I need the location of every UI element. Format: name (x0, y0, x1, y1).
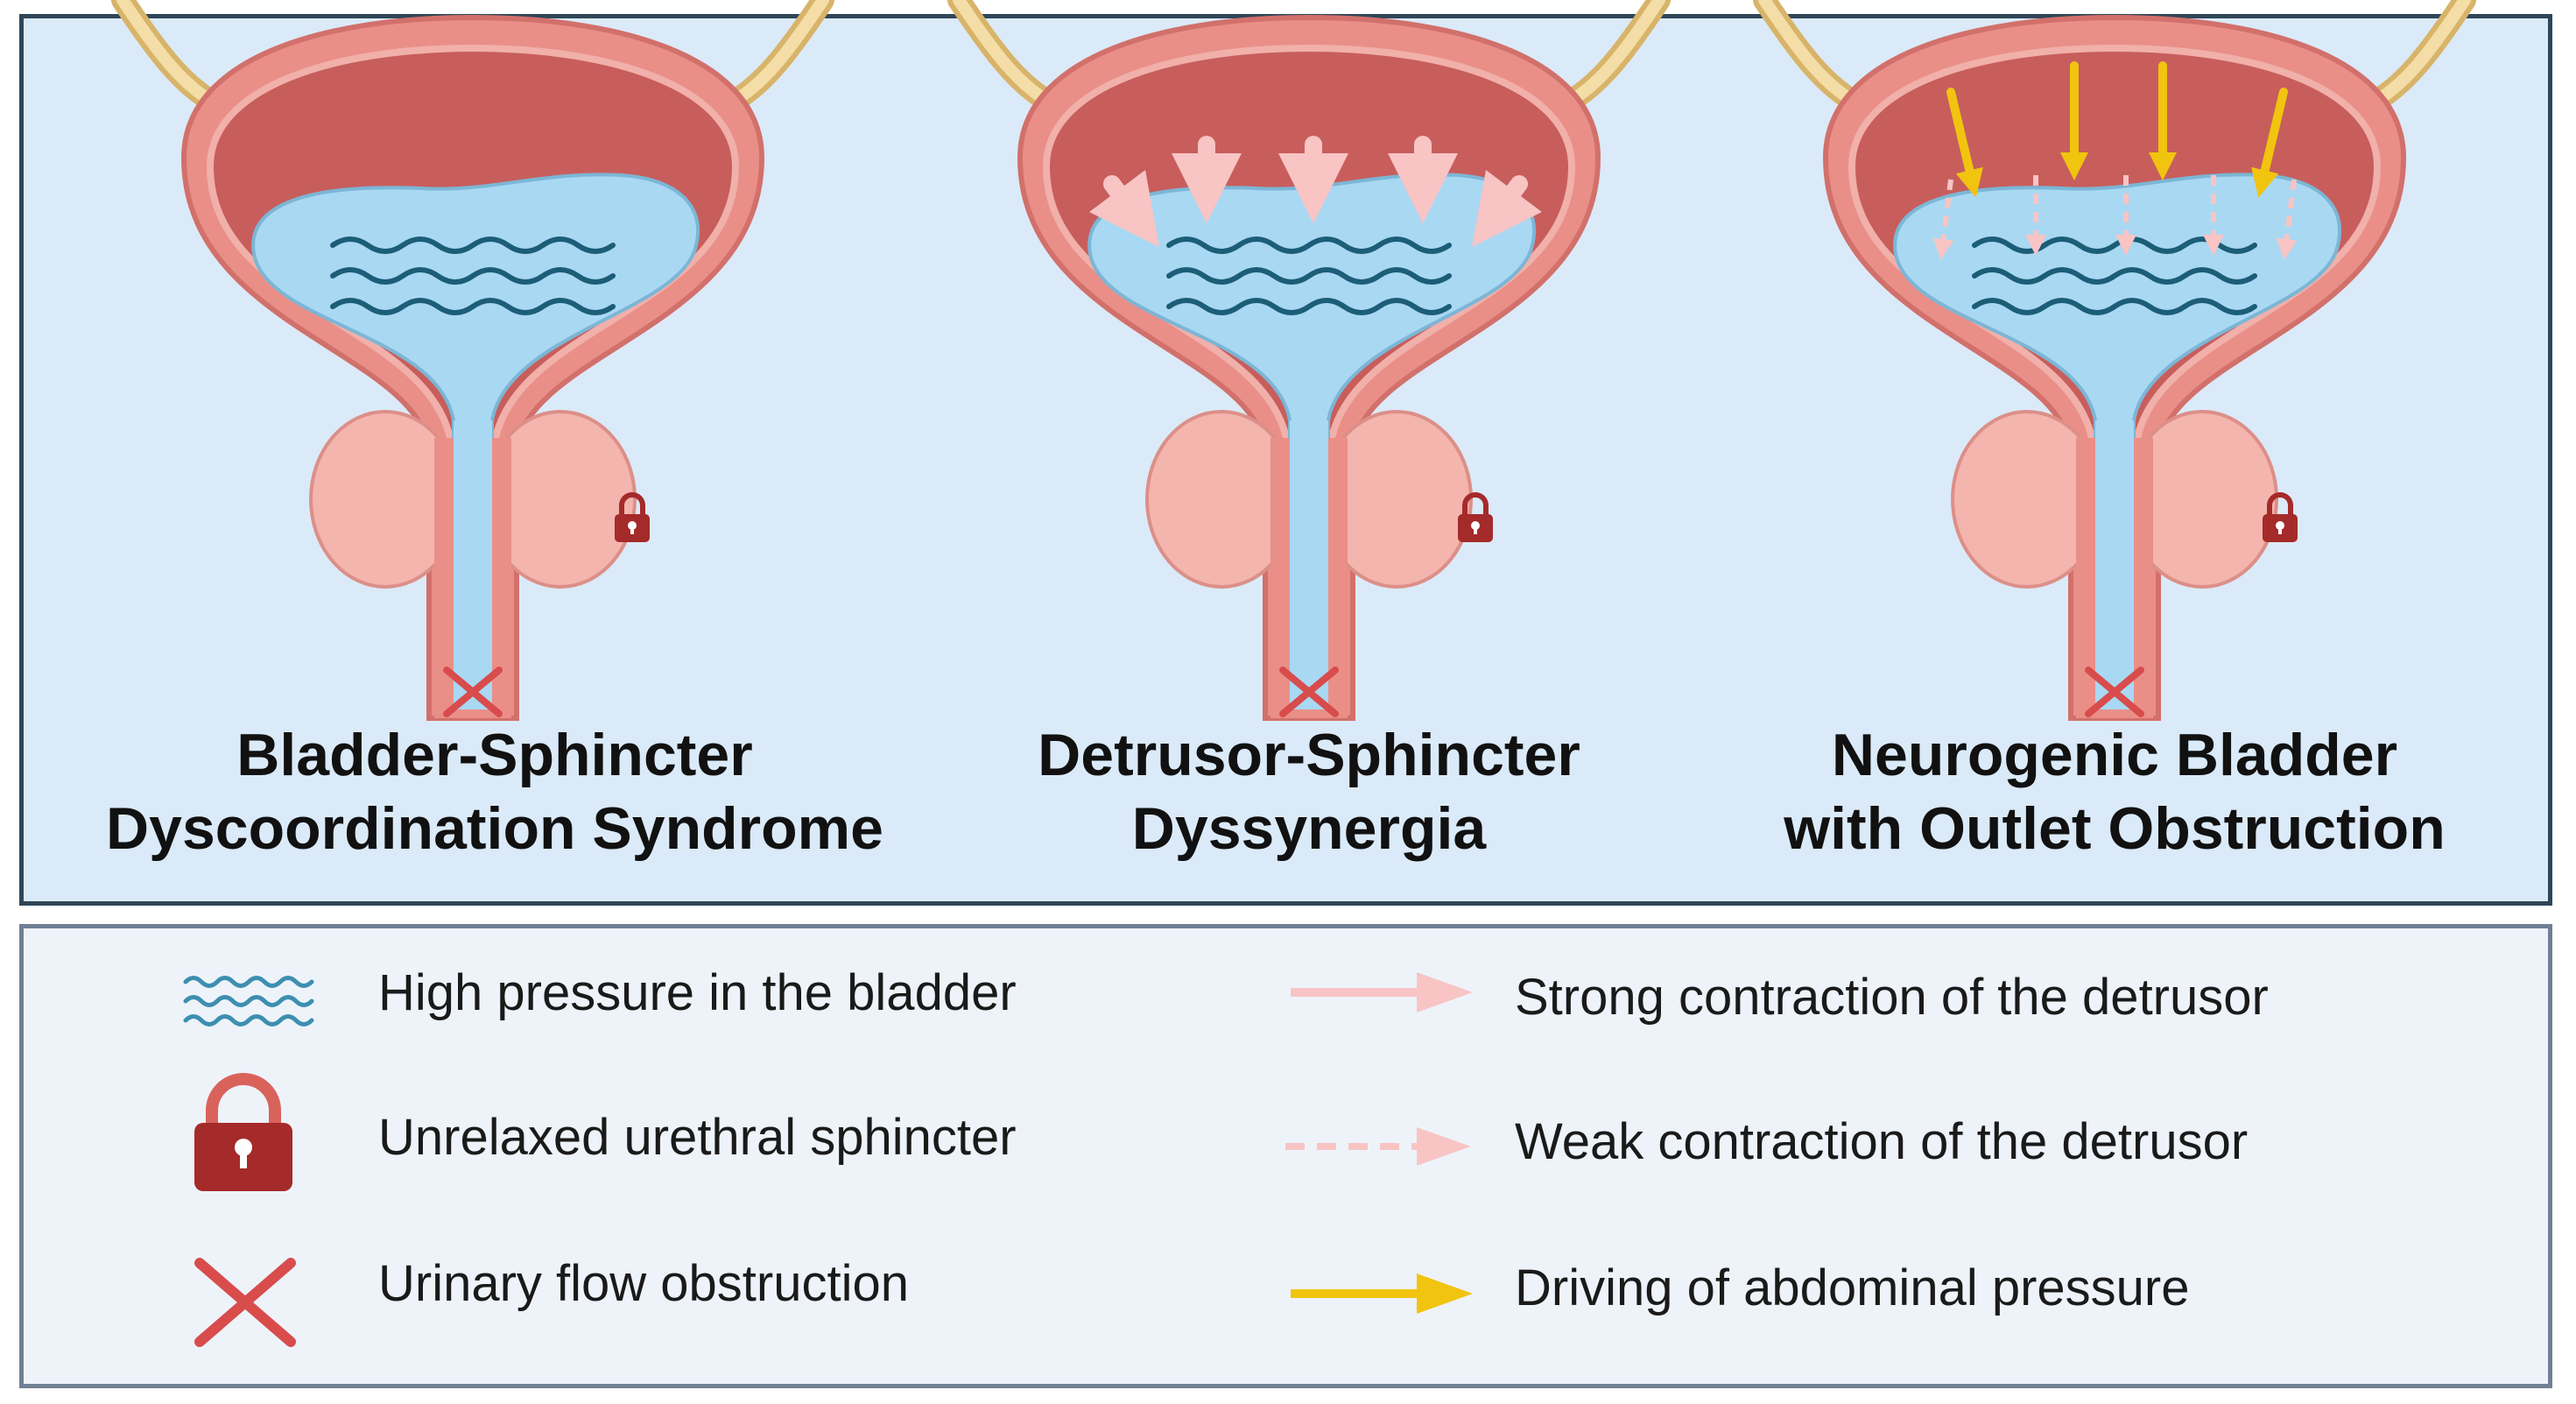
abdominal-pressure-arrows (1946, 61, 2288, 198)
legend-unrelaxed-sphincter: Unrelaxed urethral sphincter (378, 1109, 1017, 1166)
solid-pink-arrow-icon (1291, 972, 1473, 1012)
cross-icon (194, 1258, 296, 1347)
bladder-illustration-3 (1764, 0, 2465, 718)
panel-title-1: Bladder-Sphincter Dyscoordination Syndro… (35, 718, 954, 865)
legend-weak-contraction: Weak contraction of the detrusor (1515, 1113, 2249, 1170)
bladder-illustration-1 (123, 0, 823, 718)
dashed-pink-arrow-icon (1285, 1127, 1471, 1166)
strong-contraction-arrows (1089, 136, 1542, 247)
legend-flow-obstruction: Urinary flow obstruction (378, 1255, 909, 1312)
legend-strong-contraction: Strong contraction of the detrusor (1515, 969, 2269, 1026)
lock-icon (2263, 495, 2298, 542)
bladder-illustration-2 (959, 0, 1659, 718)
lock-icon (194, 1073, 292, 1191)
legend-abdominal-pressure: Driving of abdominal pressure (1515, 1259, 2190, 1316)
yellow-arrow-icon (1291, 1273, 1473, 1314)
panel-title-2: Detrusor-Sphincter Dyssynergia (902, 718, 1716, 865)
panel-title-3-line2: with Outlet Obstruction (1784, 795, 2446, 862)
panel-title-3-line1: Neurogenic Bladder (1831, 722, 2398, 788)
weak-contraction-arrows (1932, 175, 2298, 260)
panel-title-3: Neurogenic Bladder with Outlet Obstructi… (1707, 718, 2522, 865)
waves-icon (183, 976, 314, 1027)
panel-title-2-line1: Detrusor-Sphincter (1038, 722, 1580, 788)
lock-icon (1458, 495, 1493, 542)
panel-title-1-line1: Bladder-Sphincter (236, 722, 753, 788)
panel-title-2-line2: Dyssynergia (1131, 795, 1487, 862)
legend-high-pressure: High pressure in the bladder (378, 964, 1017, 1021)
legend-panel (19, 924, 2552, 1388)
panel-title-1-line2: Dyscoordination Syndrome (106, 795, 883, 862)
